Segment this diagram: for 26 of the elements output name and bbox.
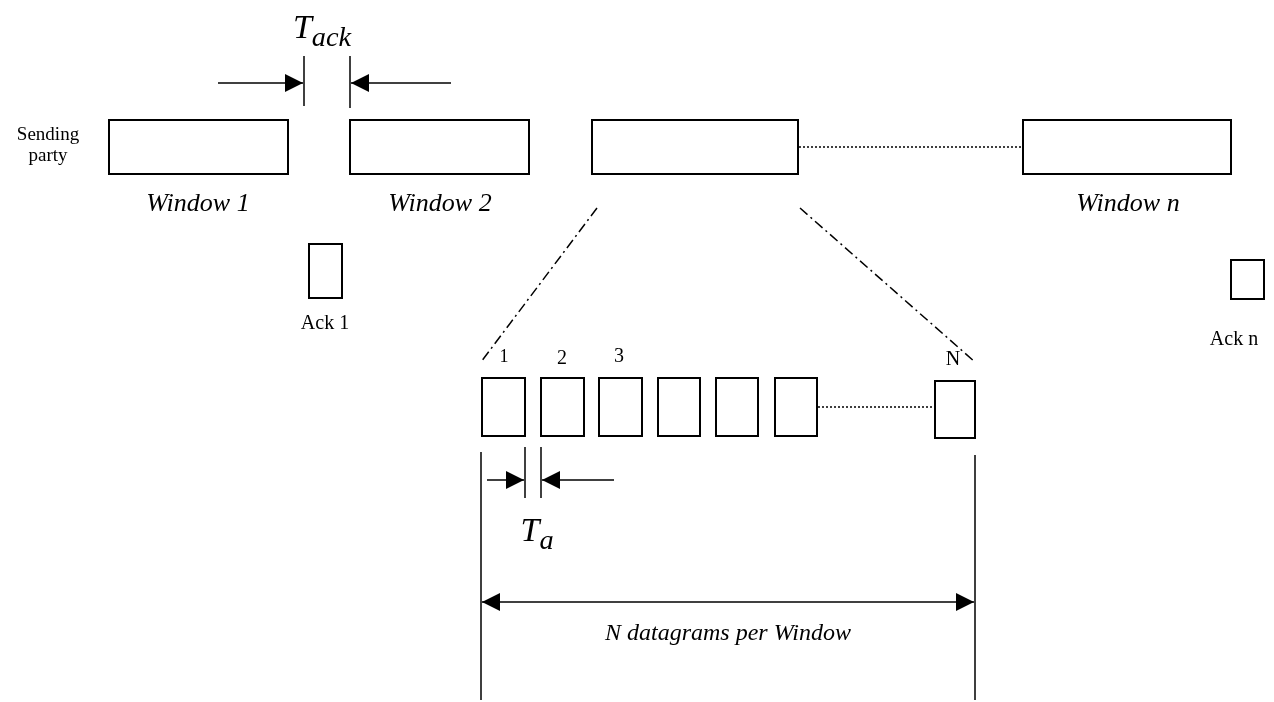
symbol-label: T$_{a}$ [520, 511, 554, 555]
datagram-block [774, 377, 818, 437]
datagram-block [540, 377, 585, 437]
ack-label: Ack n [1209, 327, 1259, 349]
dimension-label: N datagrams per Window [605, 618, 851, 646]
datagram-number: 1 [499, 347, 509, 367]
window-block [1022, 119, 1232, 175]
ack-block [308, 243, 343, 299]
datagram-number: 2 [557, 346, 567, 368]
ack-label: Ack 1 [300, 311, 350, 333]
datagram-number: N [945, 347, 961, 369]
datagram-block [598, 377, 643, 437]
datagram-block [657, 377, 701, 437]
symbol-label: T$_{ack}$ [292, 8, 352, 52]
window-block [591, 119, 799, 175]
datagram-block [481, 377, 526, 437]
window-label: Window n [1076, 188, 1180, 218]
window-label: Window 1 [146, 188, 250, 218]
datagram-block [934, 380, 976, 439]
party-label: Sending party [15, 124, 81, 166]
datagram-number: 3 [614, 344, 624, 366]
window-block [349, 119, 530, 175]
window-label: Window 2 [388, 188, 492, 218]
datagram-block [715, 377, 759, 437]
window-block [108, 119, 289, 175]
ack-block [1230, 259, 1265, 300]
